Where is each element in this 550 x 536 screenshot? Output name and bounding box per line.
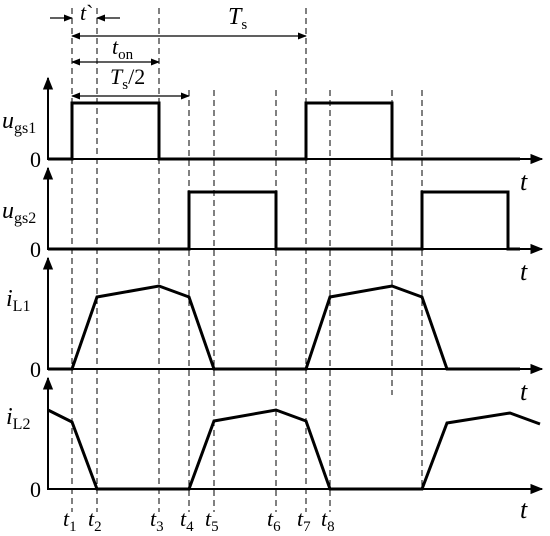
time-label-t7: t7 bbox=[297, 506, 311, 535]
il2-waveform bbox=[47, 408, 541, 491]
il2-label: iL2 bbox=[6, 404, 30, 433]
panel-ugs2: ugs2 0 t bbox=[2, 166, 544, 286]
ugs1-waveform bbox=[48, 101, 520, 161]
panel-il2: iL2 0 t bbox=[6, 376, 544, 524]
time-label-t3: t3 bbox=[150, 506, 164, 535]
time-labels: t1 t2 t3 t4 t5 t6 t7 t8 bbox=[63, 506, 335, 535]
il2-t-axis-label: t bbox=[520, 495, 528, 524]
time-label-t2: t2 bbox=[88, 506, 102, 535]
il1-t-axis-label: t bbox=[520, 377, 528, 406]
ugs2-t-axis-label: t bbox=[520, 257, 528, 286]
ton-label: ton bbox=[112, 34, 134, 63]
ugs2-label: ugs2 bbox=[2, 198, 36, 227]
ugs2-waveform bbox=[48, 190, 520, 251]
time-label-t6: t6 bbox=[267, 506, 281, 535]
ts-half-label: Ts/2 bbox=[110, 64, 145, 93]
ugs2-zero: 0 bbox=[30, 237, 41, 262]
il1-zero: 0 bbox=[30, 357, 41, 382]
time-label-t1: t1 bbox=[63, 506, 77, 535]
panel-ugs1: ugs1 0 t bbox=[2, 76, 544, 196]
tprime-label: t` bbox=[80, 0, 93, 25]
dimension-markers: t` Ts ton Ts/2 bbox=[50, 0, 307, 100]
time-label-t4: t4 bbox=[180, 506, 194, 535]
time-label-t5: t5 bbox=[205, 506, 219, 535]
time-label-t8: t8 bbox=[321, 506, 335, 535]
ugs1-t-axis-label: t bbox=[520, 167, 528, 196]
ugs1-label: ugs1 bbox=[2, 108, 36, 137]
ugs1-zero: 0 bbox=[30, 147, 41, 172]
il1-waveform bbox=[48, 284, 520, 371]
ts-label: Ts bbox=[228, 4, 247, 33]
panel-il1: iL1 0 t bbox=[6, 256, 544, 406]
il2-zero: 0 bbox=[30, 477, 41, 502]
il1-label: iL1 bbox=[6, 286, 30, 315]
